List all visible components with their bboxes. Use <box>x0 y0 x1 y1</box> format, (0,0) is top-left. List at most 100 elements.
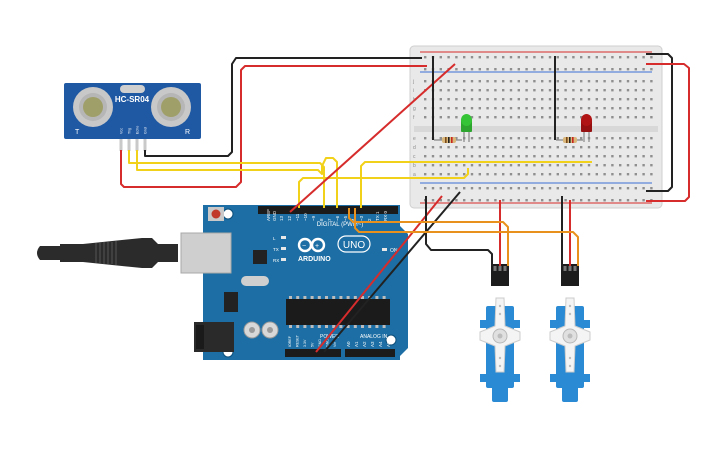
svg-text:A0: A0 <box>346 341 351 347</box>
sensor-model-label: HC-SR04 <box>115 95 150 104</box>
wire-sensor-vcc[interactable] <box>120 65 427 188</box>
svg-text:GND: GND <box>272 210 277 221</box>
digital-pin-label: 7 <box>327 218 332 221</box>
crystal <box>241 276 269 286</box>
servo-motor-2[interactable] <box>549 264 591 402</box>
arduino-logo: − + <box>297 237 326 253</box>
svg-text:RX: RX <box>273 258 279 263</box>
digital-pin-label: 8 <box>319 218 324 221</box>
capacitor-1 <box>243 321 261 339</box>
digital-pin-label: RX 0 <box>383 210 388 221</box>
usb-cable[interactable] <box>37 232 232 274</box>
wire-servo1-signal[interactable] <box>348 208 509 266</box>
svg-text:UNO: UNO <box>343 240 365 251</box>
svg-text:Echo: Echo <box>136 126 140 134</box>
digital-header[interactable] <box>258 206 398 214</box>
ultrasonic-sensor[interactable]: HC-SR04 T R Vcc Trig Echo Gnd <box>64 83 201 151</box>
status-leds: L TX RX <box>273 236 286 263</box>
wire-green-led-signal[interactable] <box>298 168 469 208</box>
svg-text:f: f <box>413 115 415 121</box>
svg-text:Gnd: Gnd <box>144 127 148 134</box>
wire-servo2-signal[interactable] <box>354 208 579 266</box>
reset-button[interactable] <box>208 207 224 221</box>
svg-text:Vin: Vin <box>333 342 337 347</box>
wire-sensor-echo[interactable] <box>136 150 338 208</box>
digital-pin-label: ~9 <box>311 215 316 221</box>
svg-text:GND: GND <box>326 339 330 347</box>
digital-pin-label: TX 1 <box>375 211 380 221</box>
svg-text:A5: A5 <box>386 341 391 347</box>
power-header[interactable] <box>285 349 341 357</box>
wire-sensor-trig[interactable] <box>128 150 325 208</box>
digital-pin-label: 2 <box>367 218 372 221</box>
usb-chip <box>253 250 267 264</box>
sensor-pins[interactable]: Vcc Trig Echo Gnd <box>119 126 148 151</box>
wire-sensor-gnd[interactable] <box>144 57 422 157</box>
svg-text:L: L <box>273 236 276 241</box>
wires <box>120 53 690 353</box>
svg-text:TX: TX <box>273 247 279 252</box>
servo-motor-1[interactable] <box>479 264 521 402</box>
svg-text:5V: 5V <box>311 342 315 347</box>
regulator <box>224 292 238 312</box>
dc-power-jack[interactable] <box>194 322 234 352</box>
analog-header-label: ANALOG IN <box>360 334 388 340</box>
svg-text:g: g <box>413 106 416 112</box>
svg-text:GND: GND <box>318 339 322 347</box>
uno-badge: UNO <box>337 235 371 253</box>
svg-text:a: a <box>413 172 416 178</box>
sensor-t-label: T <box>75 129 80 136</box>
digital-header-label: DIGITAL (PWM~) <box>317 222 364 228</box>
svg-text:A1: A1 <box>354 341 359 347</box>
wire-servo1-gnd[interactable] <box>425 196 493 266</box>
wire-power-black-diagonal[interactable] <box>323 191 461 353</box>
svg-text:b: b <box>413 163 416 169</box>
digital-pin-label: 13 <box>279 215 284 221</box>
svg-text:IOREF: IOREF <box>288 335 292 347</box>
svg-text:j: j <box>412 79 414 85</box>
svg-text:Trig: Trig <box>128 128 132 134</box>
arduino-logo-text: ARDUINO <box>298 256 331 263</box>
power-header-label: POWER <box>320 334 339 340</box>
receiver-transducer <box>151 87 191 127</box>
atmega-chip <box>286 296 390 328</box>
svg-text:AREF: AREF <box>266 209 271 221</box>
wire-5v-to-breadboard[interactable] <box>289 63 456 213</box>
svg-text:3.3V: 3.3V <box>303 339 307 347</box>
on-label: ON <box>390 248 398 254</box>
digital-pin-label: ~10 <box>303 213 308 221</box>
led-green[interactable] <box>461 114 472 142</box>
wire-red-led-signal[interactable] <box>360 161 592 208</box>
svg-text:c: c <box>413 154 416 160</box>
digital-pin-label: 4 <box>351 218 356 221</box>
svg-text:d: d <box>413 145 416 151</box>
on-led <box>382 248 387 251</box>
digital-pin-label: ~11 <box>295 213 300 221</box>
capacitor-2 <box>261 321 279 339</box>
digital-pin-label: 12 <box>287 215 292 221</box>
svg-text:A4: A4 <box>378 341 383 347</box>
wire-rail-black[interactable] <box>646 53 673 192</box>
analog-header[interactable] <box>345 349 395 357</box>
sensor-r-label: R <box>185 129 190 136</box>
svg-text:A2: A2 <box>362 341 367 347</box>
svg-text:A3: A3 <box>370 341 375 347</box>
led-red[interactable] <box>581 114 592 142</box>
transmitter-transducer <box>73 87 113 127</box>
digital-pin-label: ~6 <box>335 215 340 221</box>
svg-text:+: + <box>315 243 319 250</box>
resistor-green-led[interactable] <box>434 137 462 143</box>
usb-port <box>180 232 232 274</box>
svg-text:Vcc: Vcc <box>120 128 124 134</box>
svg-text:−: − <box>302 243 306 250</box>
resistor-red-led[interactable] <box>556 137 583 143</box>
wire-rail-red[interactable] <box>646 63 690 202</box>
crystal-oscillator <box>120 85 145 93</box>
digital-pin-label: ~5 <box>343 215 348 221</box>
svg-text:e: e <box>413 136 416 142</box>
